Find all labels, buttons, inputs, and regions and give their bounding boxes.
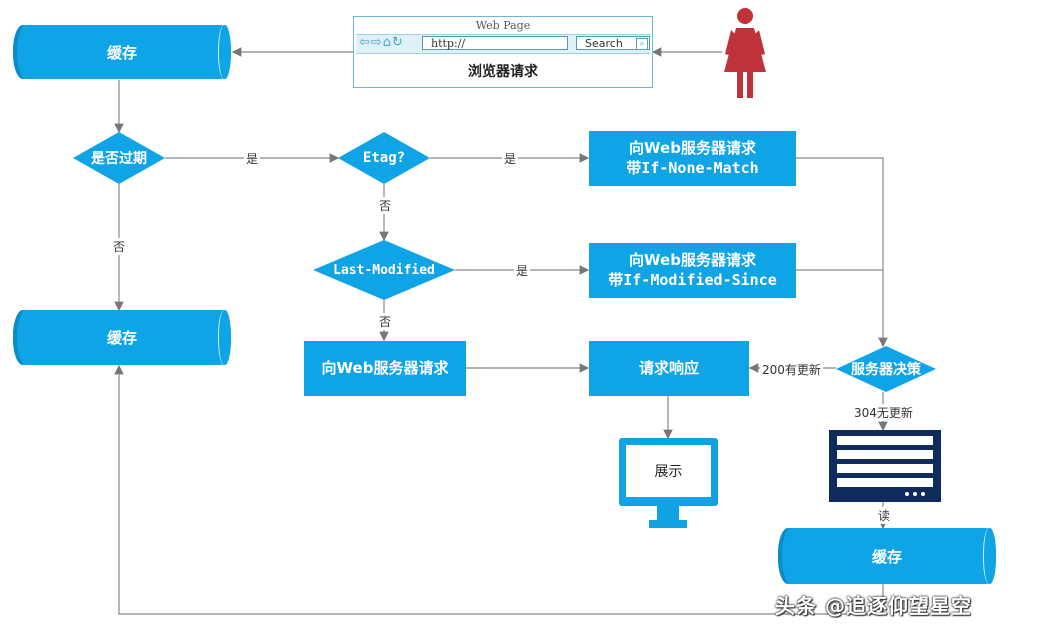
search-icon[interactable]: ⌕ <box>636 38 648 50</box>
no-label-3: 否 <box>377 313 394 330</box>
request-if-none-match-line2: 带If-None-Match <box>626 158 759 177</box>
request-if-modified-since-line2: 带If-Modified-Since <box>608 270 777 289</box>
request-server-box: 向Web服务器请求 <box>304 341 466 396</box>
cache-middle-label: 缓存 <box>106 329 137 347</box>
etag-label: Etag? <box>362 150 406 166</box>
request-if-modified-since-box: 向Web服务器请求 带If-Modified-Since <box>589 243 796 298</box>
updated-200-label: 200有更新 <box>760 361 823 378</box>
yes-label-2: 是 <box>502 150 519 167</box>
response-label: 请求响应 <box>638 358 699 377</box>
monitor-icon: 展示 <box>619 438 718 530</box>
server-icon <box>829 430 941 502</box>
no-label-1: 否 <box>111 238 128 255</box>
yes-label-1: 是 <box>244 150 261 167</box>
browser-title: Web Page <box>475 19 531 32</box>
request-server-label: 向Web服务器请求 <box>321 358 449 377</box>
search-label: Search <box>585 37 623 50</box>
cache-top-label: 缓存 <box>106 43 137 62</box>
etag-diamond <box>338 132 430 184</box>
request-if-none-match-line1: 向Web服务器请求 <box>629 139 756 157</box>
cache-bottom: 缓存 <box>778 528 996 584</box>
read-label: 读 <box>876 507 893 524</box>
is-expired-diamond <box>73 132 165 184</box>
response-box: 请求响应 <box>589 341 749 396</box>
cache-top: 缓存 <box>13 25 231 79</box>
server-decision-diamond <box>836 346 936 392</box>
last-modified-label: Last-Modified <box>333 262 435 278</box>
person-icon <box>724 8 766 98</box>
url-field[interactable]: http:// <box>422 36 568 50</box>
request-if-modified-since-line1: 向Web服务器请求 <box>629 251 756 269</box>
cache-bottom-label: 缓存 <box>871 547 902 566</box>
no-label-2: 否 <box>377 197 394 214</box>
browser-window: Web Page ⇦⇨⌂↻ http:// Search ⌕ 浏览器请求 <box>353 16 653 88</box>
yes-label-3: 是 <box>514 262 531 279</box>
browser-nav-icons[interactable]: ⇦⇨⌂↻ <box>359 35 404 50</box>
watermark: 头条 @追逐仰望星空 <box>775 594 972 618</box>
not-modified-304-label: 304无更新 <box>852 404 915 421</box>
request-if-none-match-box: 向Web服务器请求 带If-None-Match <box>589 131 796 186</box>
browser-toolbar: ⇦⇨⌂↻ http:// Search ⌕ <box>356 34 650 54</box>
search-box[interactable]: Search ⌕ <box>576 36 650 50</box>
is-expired-label: 是否过期 <box>91 151 147 167</box>
last-modified-diamond <box>313 240 455 300</box>
server-decision-label: 服务器决策 <box>851 362 921 378</box>
display-label: 展示 <box>626 445 711 497</box>
browser-caption: 浏览器请求 <box>468 64 538 80</box>
cache-middle: 缓存 <box>13 310 231 365</box>
